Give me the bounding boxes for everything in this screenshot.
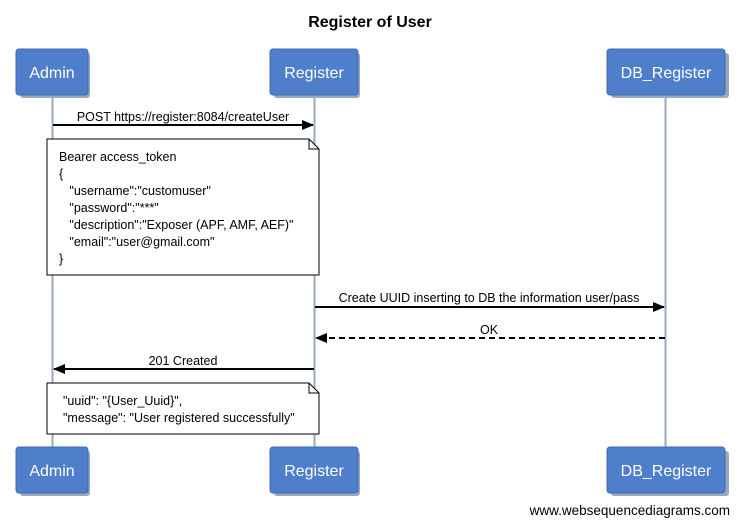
- note-line: "message": "User registered successfully…: [63, 411, 295, 425]
- message-label-post-create-user: POST https://register:8084/createUser: [77, 110, 289, 124]
- actor-db-register-label: DB_Register: [621, 463, 712, 480]
- diagram-title: Register of User: [308, 14, 432, 31]
- actor-admin-bottom: Admin: [15, 446, 90, 496]
- note-line: "password":"***": [59, 201, 159, 215]
- actor-admin-label: Admin: [29, 463, 74, 480]
- actor-admin-top: Admin: [15, 48, 90, 98]
- actor-admin-label: Admin: [29, 65, 74, 82]
- note-line: }: [59, 252, 63, 266]
- note-request-body: Bearer access_token { "username":"custom…: [46, 138, 320, 276]
- note-line: "email":"user@gmail.com": [59, 235, 214, 249]
- actor-register-bottom: Register: [269, 446, 360, 496]
- actor-db-register-top: DB_Register: [606, 48, 729, 98]
- note-line: "username":"customuser": [59, 184, 211, 198]
- note-line: "description":"Exposer (APF, AMF, AEF)": [59, 218, 294, 232]
- message-label-201-created: 201 Created: [149, 354, 218, 368]
- actor-db-register-label: DB_Register: [621, 65, 712, 82]
- note-line: {: [59, 167, 63, 181]
- footer-watermark: www.websequencediagrams.com: [529, 503, 730, 518]
- message-label-create-uuid: Create UUID inserting to DB the informat…: [339, 291, 640, 305]
- actor-register-label: Register: [284, 65, 344, 82]
- note-line: Bearer access_token: [59, 150, 176, 164]
- message-label-ok: OK: [480, 323, 499, 337]
- actor-register-label: Register: [284, 463, 344, 480]
- actor-register-top: Register: [269, 48, 360, 98]
- note-response-body: "uuid": "{User_Uuid}", "message": "User …: [46, 382, 320, 435]
- note-line: "uuid": "{User_Uuid}",: [63, 394, 182, 408]
- actor-db-register-bottom: DB_Register: [606, 446, 729, 496]
